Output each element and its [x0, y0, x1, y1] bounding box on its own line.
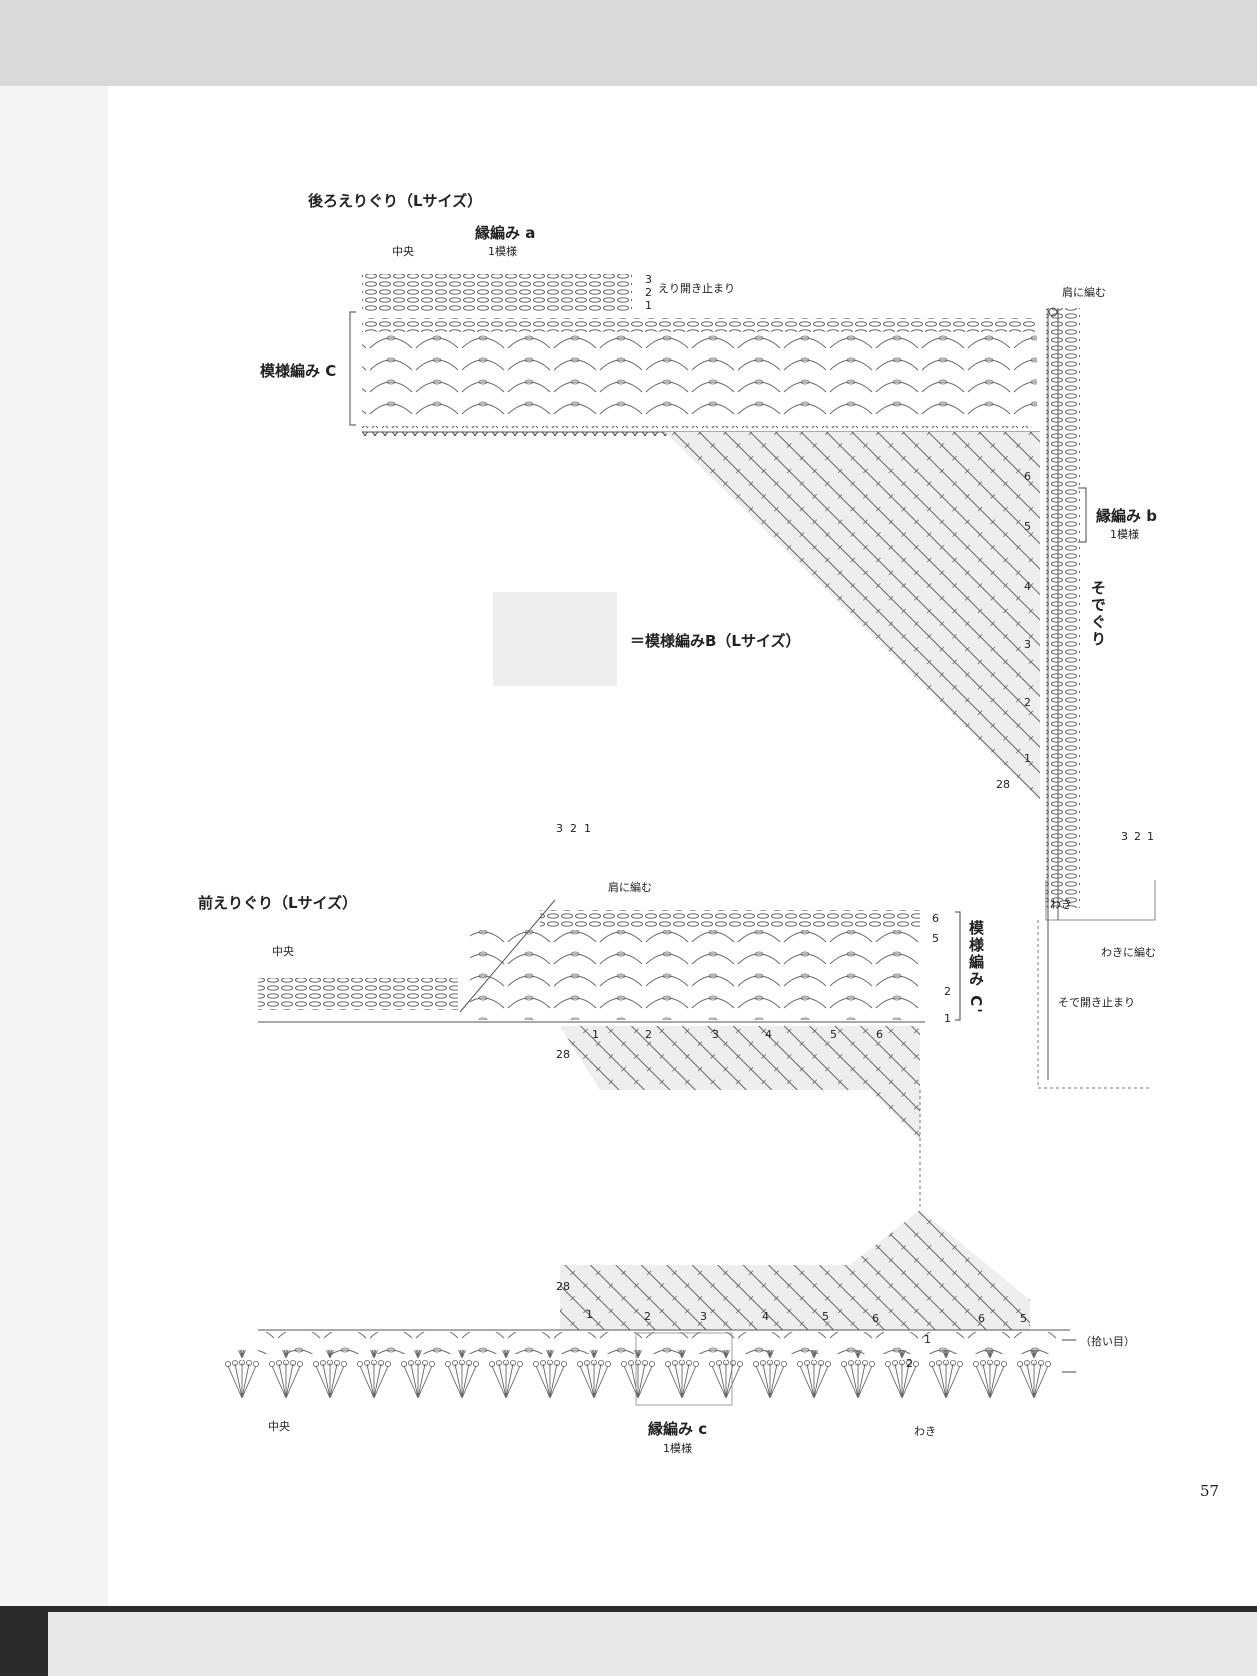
hem-center-label: 中央 [268, 1420, 290, 1433]
armhole-row-5: 5 [1024, 520, 1031, 533]
back-row-1: 1 [645, 299, 652, 312]
armhole-row-4: 4 [1024, 580, 1031, 593]
front-top-row-3: 3 [556, 822, 563, 835]
pattern-c-rows [362, 334, 1037, 374]
hem-repeat-3: 3 [700, 1310, 707, 1323]
back-center-label: 中央 [392, 245, 414, 258]
armhole-row-3: 3 [1024, 638, 1031, 651]
hem-row2: 2 [906, 1357, 913, 1370]
knit-to-side-label: わきに編む [1101, 946, 1156, 959]
front-repeat-3: 3 [712, 1028, 719, 1041]
front-right-row-5: 5 [932, 932, 939, 945]
hem-row-28: 28 [556, 1280, 570, 1293]
hem-repeat-5b: 5 [1020, 1312, 1027, 1325]
side-row-1: 1 [1147, 830, 1154, 843]
hem-repeat-1: 1 [586, 1308, 593, 1321]
edge-a-rows [362, 274, 632, 312]
front-repeat-2: 2 [645, 1028, 652, 1041]
hem-repeat-6: 6 [872, 1312, 879, 1325]
front-row-28: 28 [556, 1048, 570, 1061]
edge-c-label: 縁編み c [648, 1420, 708, 1438]
front-right-row-6: 6 [932, 912, 939, 925]
front-repeat-6: 6 [876, 1028, 883, 1041]
waki-label: わき [1050, 898, 1072, 911]
scan-border-light [48, 1612, 1257, 1676]
front-knit-to-shoulder: 肩に編む [608, 881, 652, 894]
neck-stop-label: えり開き止まり [658, 282, 735, 295]
hem-repeat-6b: 6 [978, 1312, 985, 1325]
front-repeat-5: 5 [830, 1028, 837, 1041]
page-number: 57 [1200, 1482, 1220, 1500]
armhole-row-2: 2 [1024, 696, 1031, 709]
front-repeat-1: 1 [592, 1028, 599, 1041]
hem-row1: 1 [924, 1333, 931, 1346]
armhole-row-1: 1 [1024, 752, 1031, 765]
hem-repeat-4: 4 [762, 1310, 769, 1323]
edge-b-label: 縁編み b [1096, 507, 1157, 525]
armhole-row-6: 6 [1024, 470, 1031, 483]
side-row-2: 2 [1134, 830, 1141, 843]
picked-stitches-label: （拾い目） [1080, 1335, 1135, 1348]
front-top-row-2: 2 [570, 822, 577, 835]
front-neck-title: 前えりぐり（Lサイズ） [198, 894, 358, 912]
back-neck-title: 後ろえりぐり（Lサイズ） [308, 192, 483, 210]
pattern-c-prime-label: 模様編み C' [967, 920, 985, 1015]
edge-c-fans [222, 1350, 1052, 1400]
edge-a-repeat: 1模様 [488, 245, 517, 258]
legend-text: ＝模様編みB（Lサイズ） [630, 632, 801, 650]
edge-b-repeat: 1模様 [1110, 528, 1139, 541]
armhole-edge [1046, 308, 1080, 908]
legend-swatch [493, 592, 617, 686]
front-repeat-4: 4 [765, 1028, 772, 1041]
edge-c-repeat-box [635, 1332, 733, 1406]
front-right-row-1: 1 [944, 1012, 951, 1025]
front-right-row-2: 2 [944, 985, 951, 998]
pattern-b-shaded-area [665, 432, 1040, 800]
side-row-3: 3 [1121, 830, 1128, 843]
sleeve-stop-label: そで開き止まり [1058, 996, 1135, 1009]
hem-repeat-2: 2 [644, 1310, 651, 1323]
pattern-c-label: 模様編み C [260, 362, 337, 380]
edge-a-label: 縁編み a [475, 224, 536, 242]
hem-repeat-5: 5 [822, 1310, 829, 1323]
back-row-3: 3 [645, 273, 652, 286]
edge-c-repeat: 1模様 [663, 1442, 692, 1455]
armhole-row-28: 28 [996, 778, 1010, 791]
knit-to-shoulder-label: 肩に編む [1062, 286, 1106, 299]
front-center-label: 中央 [272, 945, 294, 958]
front-top-row-1: 1 [584, 822, 591, 835]
hem-waki-label: わき [914, 1425, 936, 1438]
sodeguri-label: そでぐり [1089, 580, 1107, 648]
back-row-2: 2 [645, 286, 652, 299]
